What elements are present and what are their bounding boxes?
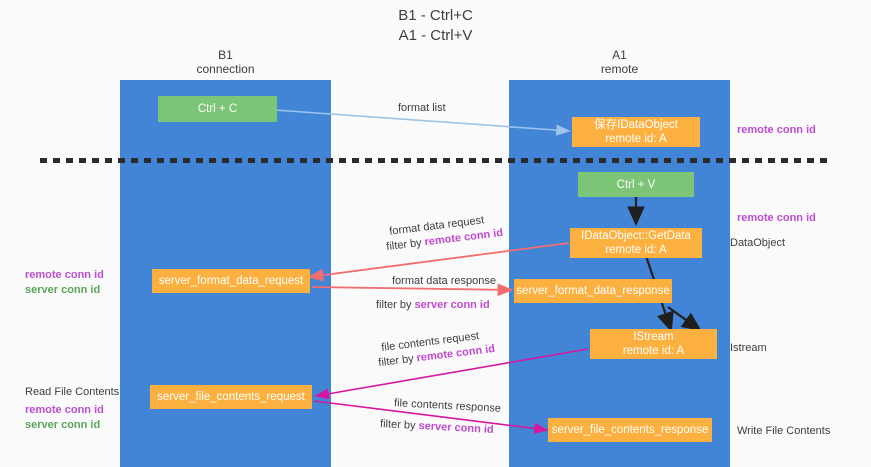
side-label-dataobject: DataObject <box>730 237 786 249</box>
left-remote-key-a: remote conn id <box>25 269 104 281</box>
column-header-b1-role: connection <box>196 62 255 76</box>
side-label-remote-conn-id-left-b: remote conn id <box>25 403 104 418</box>
left-server-key-b: server conn id <box>25 419 101 431</box>
box-idataobject-sub: remote id: A <box>605 133 667 145</box>
phase-divider <box>40 158 831 163</box>
side-label-write-file-contents: Write File Contents <box>737 425 831 437</box>
box-istream[interactable]: IStream remote id: A <box>590 329 717 359</box>
box-idataobject-title: 保存IDataObject <box>594 119 678 131</box>
box-server-file-contents-response-label: server_file_contents_response <box>551 424 709 436</box>
side-label-remote-conn-id-top: remote conn id <box>737 124 816 136</box>
side-label-server-conn-id-left-b: server conn id <box>25 418 100 433</box>
column-header-a1: A1 remote <box>509 48 730 76</box>
arrow-response-to-istream <box>667 306 702 332</box>
box-server-format-data-response-label: server_format_data_response <box>516 285 670 297</box>
label-filter-key-server-conn-id: server conn id <box>414 299 490 311</box>
box-getdata-sub: remote id: A <box>605 244 667 256</box>
side-label-read-file-contents: Read File Contents <box>25 386 120 398</box>
arrow-file-contents-request <box>314 348 589 400</box>
column-header-a1-role: remote <box>600 62 639 76</box>
box-istream-sub: remote id: A <box>622 345 685 357</box>
column-header-b1: B1 connection <box>120 48 331 76</box>
arrow-format-data-response <box>311 283 514 297</box>
left-remote-key-b: remote conn id <box>25 404 104 416</box>
box-server-file-contents-response[interactable]: server_file_contents_response <box>548 418 712 442</box>
arrow-format-data-request <box>307 242 570 282</box>
arrow-format-list <box>274 109 571 136</box>
box-server-file-contents-request-label: server_file_contents_request <box>157 391 305 403</box>
side-label-istream: Istream <box>730 342 767 354</box>
side-label-remote-conn-id-mid: remote conn id <box>737 212 816 224</box>
box-server-format-data-request[interactable]: server_format_data_request <box>152 269 310 293</box>
label-filter-key-server-conn-id-2: server conn id <box>418 420 494 436</box>
label-filter-prefix-2: filter by <box>376 299 415 311</box>
box-istream-title: IStream <box>633 331 674 343</box>
column-header-b1-name: B1 <box>218 48 233 62</box>
label-format-data-response: format data response <box>392 275 496 287</box>
label-format-list: format list <box>398 102 446 114</box>
box-server-file-contents-request[interactable]: server_file_contents_request <box>150 385 312 409</box>
label-format-data-response-filter: filter by server conn id <box>376 298 490 312</box>
box-server-format-data-request-label: server_format_data_request <box>158 275 304 287</box>
column-header-a1-name: A1 <box>612 48 627 62</box>
box-ctrl-c-label: Ctrl + C <box>197 103 238 115</box>
box-ctrl-v[interactable]: Ctrl + V <box>578 172 694 197</box>
arrow-file-contents-response <box>313 400 549 434</box>
title-line-1: B1 - Ctrl+C <box>398 7 473 24</box>
page-title: B1 - Ctrl+C A1 - Ctrl+V <box>0 6 871 46</box>
title-line-2: A1 - Ctrl+V <box>398 27 473 44</box>
box-getdata[interactable]: IDataObject::GetData remote id: A <box>570 228 702 258</box>
box-idataobject[interactable]: 保存IDataObject remote id: A <box>572 117 700 147</box>
box-server-format-data-response[interactable]: server_format_data_response <box>514 279 672 303</box>
box-ctrl-v-label: Ctrl + V <box>616 178 656 191</box>
box-ctrl-c[interactable]: Ctrl + C <box>158 96 277 122</box>
box-getdata-title: IDataObject::GetData <box>581 230 691 242</box>
left-server-key-a: server conn id <box>25 284 101 296</box>
side-label-remote-conn-id-left-a: remote conn id <box>25 268 104 283</box>
side-label-server-conn-id-left-a: server conn id <box>25 283 100 298</box>
label-filter-prefix-4: filter by <box>379 418 419 433</box>
